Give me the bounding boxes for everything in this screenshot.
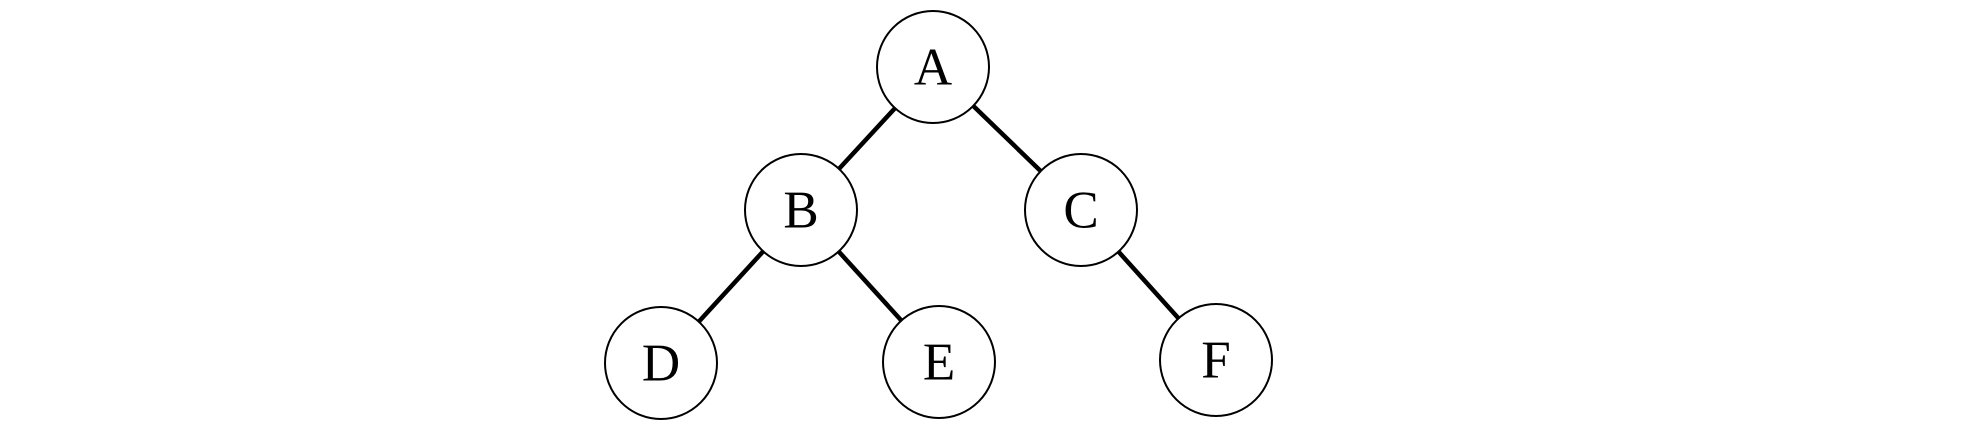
tree-node-E: E <box>882 305 996 419</box>
node-circle-D <box>604 306 718 420</box>
tree-node-A: A <box>876 10 990 124</box>
tree-node-C: C <box>1024 153 1138 267</box>
node-label-C: C <box>1063 181 1098 239</box>
node-label-B: B <box>783 181 818 239</box>
node-label-F: F <box>1201 331 1230 389</box>
tree-node-D: D <box>604 306 718 420</box>
tree-node-B: B <box>744 153 858 267</box>
node-circle-F <box>1159 303 1273 417</box>
node-circle-B <box>744 153 858 267</box>
node-label-E: E <box>923 333 955 391</box>
node-label-D: D <box>642 334 680 392</box>
node-circle-E <box>882 305 996 419</box>
node-label-A: A <box>914 38 952 96</box>
node-circle-A <box>876 10 990 124</box>
node-circle-C <box>1024 153 1138 267</box>
tree-node-F: F <box>1159 303 1273 417</box>
